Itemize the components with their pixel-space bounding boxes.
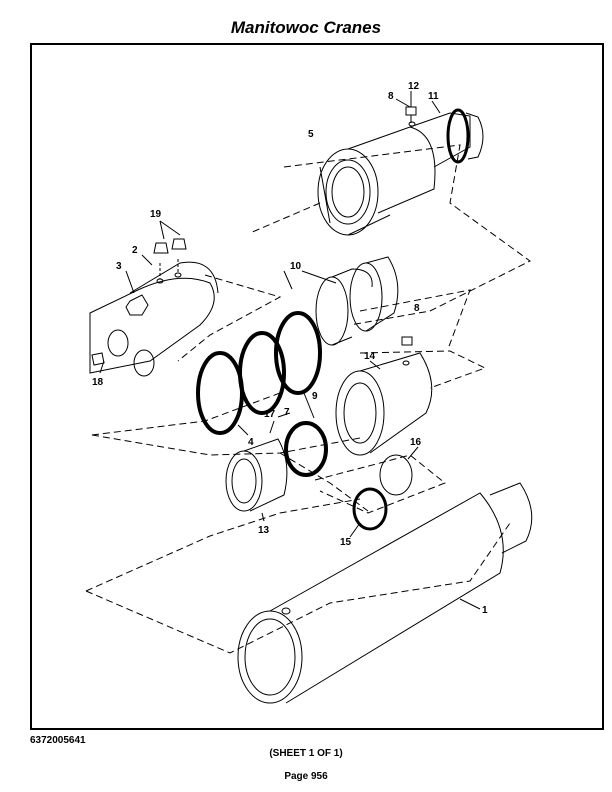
part-4-ring xyxy=(196,351,244,435)
callout-14: 14 xyxy=(364,351,376,362)
callout-15: 15 xyxy=(340,537,352,548)
callout-1: 1 xyxy=(482,605,488,616)
callout-3: 3 xyxy=(116,261,122,272)
callout-4: 4 xyxy=(248,437,254,448)
callout-9: 9 xyxy=(312,391,318,402)
callout-10: 10 xyxy=(290,261,302,272)
document-number: 6372005641 xyxy=(30,735,86,746)
part-2-rod-end xyxy=(89,238,219,377)
callout-labels: 1 2 3 4 5 7 8 8 9 10 11 12 13 14 15 16 1… xyxy=(92,81,488,616)
part-14-piston xyxy=(335,336,433,456)
callout-17: 17 xyxy=(264,409,276,420)
part-5-gland xyxy=(317,108,484,236)
part-15-ring xyxy=(352,487,388,531)
part-16-ring xyxy=(379,454,413,496)
figure-frame xyxy=(30,43,604,730)
part-9-ring xyxy=(274,311,322,395)
callout-11: 11 xyxy=(428,91,439,102)
page-title: Manitowoc Cranes xyxy=(230,18,382,37)
callout-16: 16 xyxy=(410,437,422,448)
callout-2: 2 xyxy=(132,245,138,256)
exploded-view-diagram: 1 2 3 4 5 7 8 8 9 10 11 12 13 14 15 16 1… xyxy=(85,81,533,704)
callout-5: 5 xyxy=(308,129,314,140)
callout-8a: 8 xyxy=(388,91,394,102)
callout-12: 12 xyxy=(408,81,420,92)
part-17-ring xyxy=(284,421,328,477)
part-13-spacer xyxy=(225,438,288,512)
sheet-indicator: (SHEET 1 OF 1) xyxy=(269,748,343,759)
callout-7: 7 xyxy=(284,407,290,418)
part-10-wear-rings xyxy=(315,256,399,346)
phantom-lines xyxy=(85,144,531,654)
part-8-fitting-upper xyxy=(405,106,417,123)
callout-19: 19 xyxy=(150,209,162,220)
callout-8b: 8 xyxy=(414,303,420,314)
callout-18: 18 xyxy=(92,377,104,388)
part-1-barrel xyxy=(237,482,533,704)
callout-13: 13 xyxy=(258,525,270,536)
page-number: Page 956 xyxy=(284,771,328,782)
leader-lines xyxy=(99,91,481,610)
part-7-ring xyxy=(238,331,286,415)
